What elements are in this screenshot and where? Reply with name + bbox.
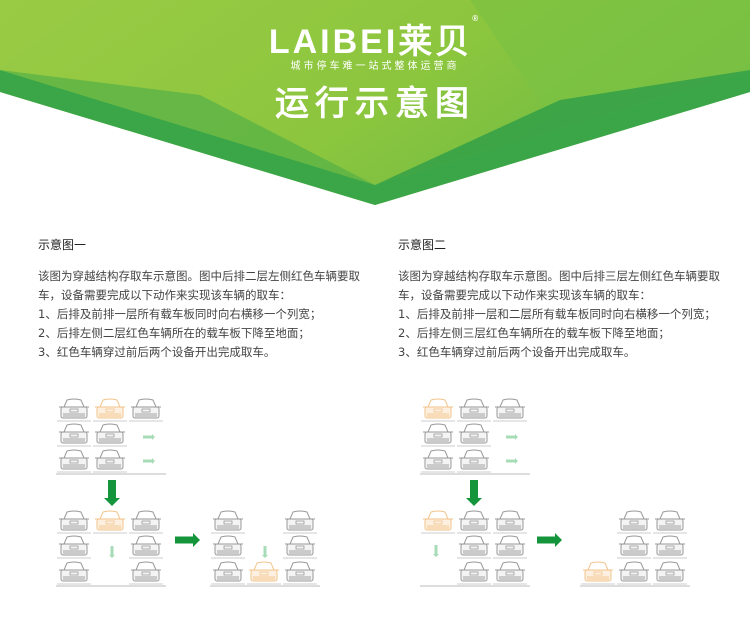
- car-icon: [421, 510, 455, 534]
- car-icon: [493, 561, 527, 585]
- step-down-arrow-icon: [104, 480, 120, 506]
- step-right-arrow-icon: [537, 533, 562, 547]
- diagram-1-shifted: [56, 510, 166, 587]
- car-icon: [421, 398, 455, 422]
- step-2: 2、后排左侧二层红色车辆所在的载车板下降至地面；: [38, 326, 310, 340]
- car-icon: [457, 398, 491, 422]
- car-icon: [93, 449, 127, 473]
- section-diagram-2: 示意图二 该图为穿越结构存取车示意图。图中后排三层左侧红色车辆要取车，设备需要完…: [398, 236, 728, 362]
- description-line: 该图为穿越结构存取车示意图。图中后排三层左侧红色车辆要取车，设备需要完成以下动作…: [398, 269, 720, 302]
- car-icon: [57, 510, 91, 534]
- description-line: 该图为穿越结构存取车示意图。图中后排二层左侧红色车辆要取车，设备需要完成以下动作…: [38, 269, 360, 302]
- car-icon: [57, 449, 91, 473]
- car-icon: [457, 561, 491, 585]
- diagram-2-shifted: [420, 510, 530, 587]
- shift-right-arrow-icon: [506, 458, 518, 464]
- car-icon: [129, 561, 163, 585]
- car-icon: [493, 398, 527, 422]
- car-icon: [211, 561, 245, 585]
- car-icon: [57, 561, 91, 585]
- shift-right-arrow-icon: [143, 434, 155, 440]
- car-icon: [421, 423, 455, 447]
- car-icon: [211, 535, 245, 559]
- car-icon: [653, 510, 687, 534]
- step-3: 3、红色车辆穿过前后两个设备开出完成取车。: [398, 345, 636, 359]
- car-icon: [57, 398, 91, 422]
- car-icon: [617, 561, 651, 585]
- car-icon: [617, 510, 651, 534]
- car-icon: [493, 535, 527, 559]
- registered-mark: ®: [472, 14, 482, 23]
- step-1: 1、后排及前排一层和二层所有载车板同时向右横移一个列宽；: [398, 307, 716, 321]
- car-icon: [653, 561, 687, 585]
- car-icon: [283, 561, 317, 585]
- descend-arrow-icon: [433, 545, 439, 557]
- car-icon: [129, 510, 163, 534]
- car-icon: [247, 561, 281, 585]
- car-icon: [93, 423, 127, 447]
- car-icon: [283, 510, 317, 534]
- header-banner: [0, 0, 750, 205]
- diagram-1-initial: [56, 398, 166, 475]
- page-title: 运行示意图: [275, 84, 475, 124]
- brand-slogan: 城市停车难一站式整体运营商: [290, 61, 460, 72]
- car-icon: [581, 561, 615, 585]
- car-icon: [57, 535, 91, 559]
- shift-right-arrow-icon: [143, 458, 155, 464]
- step-1: 1、后排及前排一层所有载车板同时向右横移一个列宽；: [38, 307, 322, 321]
- car-icon: [457, 535, 491, 559]
- descend-arrow-icon: [109, 546, 115, 558]
- car-icon: [93, 510, 127, 534]
- car-icon: [457, 510, 491, 534]
- car-icon: [129, 398, 163, 422]
- diagram-2-initial: [420, 398, 530, 475]
- brand-logo: LAIBEI莱贝®: [0, 14, 750, 63]
- car-icon: [617, 535, 651, 559]
- step-down-arrow-icon: [466, 480, 482, 506]
- car-icon: [653, 535, 687, 559]
- descend-arrow-icon: [262, 546, 268, 558]
- step-right-arrow-icon: [175, 533, 200, 547]
- car-icon: [457, 423, 491, 447]
- diagram-2-final: [580, 510, 690, 587]
- car-icon: [57, 423, 91, 447]
- car-icon: [421, 449, 455, 473]
- car-icon: [493, 510, 527, 534]
- car-icon: [283, 535, 317, 559]
- car-icon: [129, 535, 163, 559]
- section-heading: 示意图二: [398, 238, 447, 252]
- car-icon: [93, 398, 127, 422]
- diagram-1-final: [210, 510, 320, 587]
- car-icon: [211, 510, 245, 534]
- car-icon: [457, 449, 491, 473]
- section-heading: 示意图一: [38, 238, 87, 252]
- shift-right-arrow-icon: [506, 434, 518, 440]
- step-3: 3、红色车辆穿过前后两个设备开出完成取车。: [38, 345, 276, 359]
- step-2: 2、后排左侧三层红色车辆所在的载车板下降至地面；: [398, 326, 670, 340]
- section-diagram-1: 示意图一 该图为穿越结构存取车示意图。图中后排二层左侧红色车辆要取车，设备需要完…: [38, 236, 368, 362]
- brand-name: LAIBEI莱贝: [268, 23, 473, 61]
